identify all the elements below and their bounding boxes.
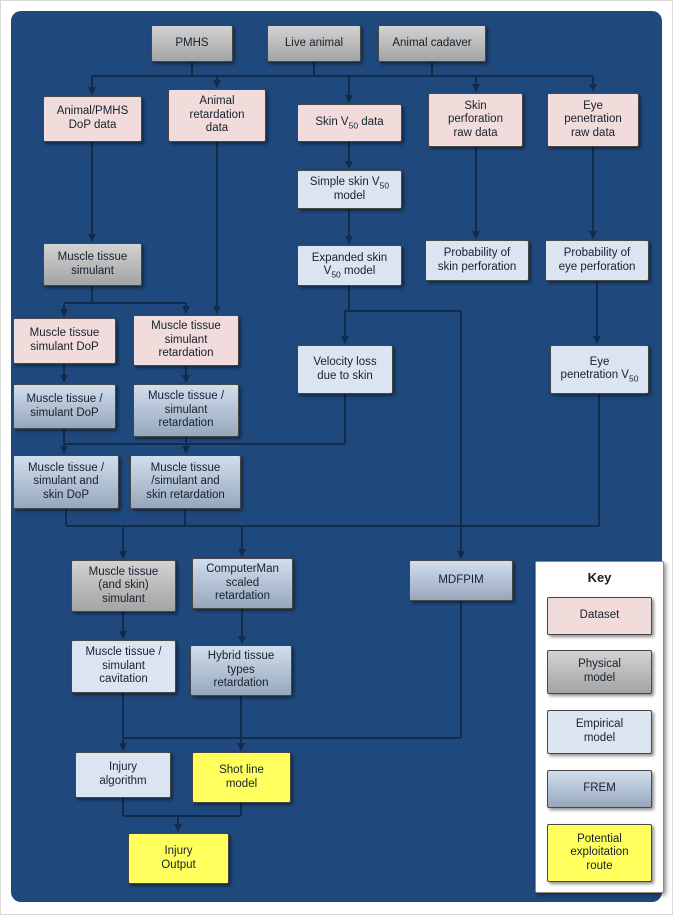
node-pmhs: PMHS	[151, 25, 233, 62]
node-injury-algorithm: Injury algorithm	[75, 752, 171, 798]
key-item-label: FREM	[583, 782, 616, 795]
label-pre: Skin V	[315, 115, 349, 128]
node-label: Muscle tissue simulant	[57, 250, 128, 277]
node-label: Injury Output	[161, 844, 196, 871]
node-label: Velocity loss due to skin	[313, 355, 377, 382]
node-muscle-tissue-simulant-retardation-model: Muscle tissue / simulant retardation	[133, 384, 239, 437]
label-pre: Simple skin V	[309, 175, 380, 188]
node-mdfpim: MDFPIM	[409, 560, 513, 601]
node-animal-pmhs-dop-data: Animal/PMHS DoP data	[43, 96, 142, 142]
node-label: Muscle tissue simulant retardation	[151, 320, 221, 360]
key-item-frem: FREM	[547, 770, 652, 808]
node-skin-perforation-raw-data: Skin perforation raw data	[428, 93, 523, 147]
node-muscle-tissue-simulant-and-skin-retardation: Muscle tissue /simulant and skin retarda…	[130, 455, 241, 509]
node-label: ComputerMan scaled retardation	[206, 563, 279, 603]
label-pre: Expanded skin V	[311, 251, 388, 278]
connector-arrow	[341, 310, 349, 344]
node-label: Eye penetration raw data	[564, 99, 622, 139]
node-label: Eye penetration V50	[553, 356, 646, 384]
key-item-potential-exploitation-route: Potential exploitation route	[547, 824, 652, 882]
node-probability-skin-perforation: Probability of skin perforation	[425, 240, 529, 281]
node-label: Muscle tissue (and skin) simulant	[88, 565, 159, 605]
node-computerman-scaled-retardation: ComputerMan scaled retardation	[192, 558, 293, 609]
node-animal-retardation-data: Animal retardation data	[168, 89, 266, 142]
node-label: Shot line model	[219, 763, 264, 790]
node-live-animal: Live animal	[267, 25, 361, 62]
label-post: data	[358, 115, 384, 128]
node-hybrid-tissue-types-retardation: Hybrid tissue types retardation	[190, 645, 292, 696]
label-sub: 50	[331, 269, 341, 280]
label-post: model	[333, 189, 366, 202]
key-item-label: Potential exploitation route	[570, 832, 629, 872]
key-item-physical-model: Physical model	[547, 650, 652, 694]
node-label: PMHS	[175, 36, 209, 49]
node-label: Probability of eye perforation	[558, 246, 636, 273]
node-label: Muscle tissue / simulant DoP	[26, 392, 103, 419]
node-label: Animal/PMHS DoP data	[56, 105, 129, 131]
node-label: Muscle tissue / simulant and skin DoP	[27, 461, 105, 501]
node-expanded-skin-v50-model: Expanded skin V50 model	[297, 245, 402, 286]
key-item-label: Empirical model	[575, 718, 624, 744]
label-sub: 50	[379, 179, 390, 190]
label-sub: 50	[348, 120, 359, 131]
node-shot-line-model: Shot line model	[192, 752, 291, 803]
key-item-label: Physical model	[578, 658, 621, 684]
connector-lines	[60, 62, 601, 832]
label-pre: Eye penetration V	[560, 355, 629, 382]
node-label: Injury algorithm	[99, 761, 147, 787]
node-label: Live animal	[284, 36, 344, 49]
node-label: Muscle tissue / simulant retardation	[147, 390, 225, 430]
node-simple-skin-v50-model: Simple skin V50 model	[297, 170, 402, 209]
node-label: Simple skin V50 model	[300, 176, 399, 204]
node-muscle-tissue-simulant: Muscle tissue simulant	[43, 243, 142, 286]
node-injury-output: Injury Output	[128, 833, 229, 884]
node-muscle-tissue-simulant-dop-model: Muscle tissue / simulant DoP	[13, 384, 116, 429]
node-muscle-tissue-simulant-dop: Muscle tissue simulant DoP	[13, 318, 116, 364]
node-eye-penetration-raw-data: Eye penetration raw data	[547, 93, 639, 147]
node-label: Probability of skin perforation	[437, 246, 517, 273]
node-label: Hybrid tissue types retardation	[207, 650, 275, 690]
node-label: Expanded skin V50 model	[300, 252, 399, 280]
node-probability-eye-perforation: Probability of eye perforation	[545, 240, 649, 281]
node-eye-penetration-v50: Eye penetration V50	[550, 345, 649, 394]
node-muscle-tissue-simulant-cavitation: Muscle tissue / simulant cavitation	[71, 640, 176, 693]
node-muscle-tissue-simulant-and-skin-dop: Muscle tissue / simulant and skin DoP	[13, 455, 119, 509]
node-label: Muscle tissue simulant DoP	[29, 327, 100, 353]
node-label: Animal cadaver	[392, 36, 472, 49]
label-post: model	[340, 265, 376, 278]
node-label: Animal retardation data	[189, 95, 245, 135]
key-item-dataset: Dataset	[547, 597, 652, 635]
node-muscle-tissue-and-skin-simulant: Muscle tissue (and skin) simulant	[71, 560, 176, 612]
node-label: Muscle tissue / simulant cavitation	[85, 646, 162, 686]
node-label: Skin perforation raw data	[448, 99, 503, 139]
key-title: Key	[587, 570, 612, 585]
node-animal-cadaver: Animal cadaver	[378, 25, 486, 62]
key-item-label: Dataset	[579, 609, 620, 622]
node-label: Muscle tissue /simulant and skin retarda…	[146, 461, 225, 501]
key-item-empirical-model: Empirical model	[547, 710, 652, 754]
node-label: MDFPIM	[438, 573, 484, 586]
node-velocity-loss-due-to-skin: Velocity loss due to skin	[297, 345, 393, 394]
node-muscle-tissue-simulant-retardation: Muscle tissue simulant retardation	[133, 315, 239, 366]
node-skin-v50-data: Skin V50 data	[297, 104, 402, 142]
label-sub: 50	[628, 373, 639, 384]
key-panel: Key Dataset Physical model Empirical mod…	[535, 561, 664, 893]
node-label: Skin V50 data	[300, 116, 399, 130]
